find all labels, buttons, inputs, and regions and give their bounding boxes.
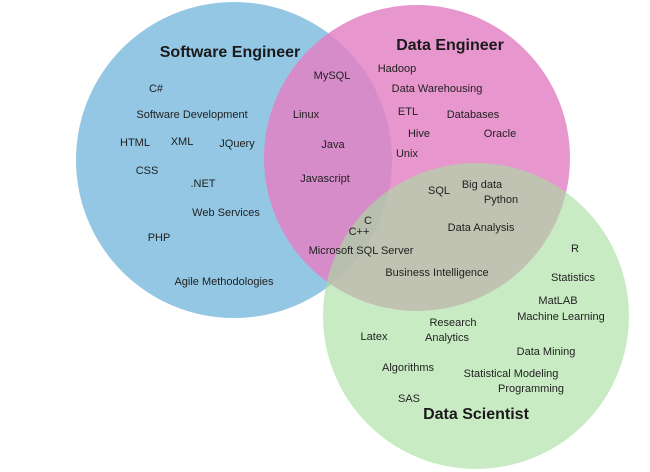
- skill-label: Microsoft SQL Server: [309, 245, 414, 257]
- skill-label: Hive: [408, 128, 430, 140]
- skill-label: Unix: [396, 148, 419, 160]
- skill-label: .NET: [190, 178, 215, 190]
- skill-label: Research: [429, 317, 476, 329]
- skill-label: R: [571, 243, 579, 255]
- set-titles: Software Engineer Data Engineer Data Sci…: [160, 37, 530, 423]
- skill-label: Hadoop: [378, 63, 417, 75]
- data-scientist-title: Data Scientist: [423, 406, 529, 423]
- skill-label: XML: [171, 136, 194, 148]
- software-engineer-skills: C# Software Development HTML XML JQuery …: [120, 83, 274, 288]
- skill-label: SAS: [398, 393, 420, 405]
- skill-label: Algorithms: [382, 362, 434, 374]
- skill-label: MatLAB: [538, 295, 577, 307]
- skill-label: Statistics: [551, 272, 596, 284]
- skill-label: Business Intelligence: [385, 267, 488, 279]
- data-engineer-and-scientist-skills: SQL Big data Python Data Analysis Busine…: [385, 179, 518, 279]
- data-scientist-circle: [323, 163, 629, 469]
- skill-label: Web Services: [192, 207, 260, 219]
- data-engineer-skills: Hadoop Data Warehousing ETL Databases Hi…: [378, 63, 516, 160]
- data-engineer-title: Data Engineer: [396, 37, 504, 54]
- skill-label: Latex: [361, 331, 388, 343]
- skill-label: MySQL: [314, 70, 351, 82]
- skill-label: Data Warehousing: [392, 83, 483, 95]
- skill-label: Data Mining: [517, 346, 576, 358]
- skill-label: JQuery: [219, 138, 255, 150]
- skill-label: Analytics: [425, 332, 470, 344]
- software-and-data-engineer-skills: MySQL Linux Java Javascript: [293, 70, 350, 185]
- skill-label: Java: [321, 139, 345, 151]
- skill-label: Data Analysis: [448, 222, 515, 234]
- skill-label: C++: [349, 226, 370, 238]
- skill-label: Javascript: [300, 173, 350, 185]
- skill-label: Python: [484, 194, 518, 206]
- skill-label: C#: [149, 83, 164, 95]
- skill-label: HTML: [120, 137, 150, 149]
- skill-label: Statistical Modeling: [464, 368, 559, 380]
- skill-label: Programming: [498, 383, 564, 395]
- skill-label: Linux: [293, 109, 320, 121]
- skill-label: CSS: [136, 165, 159, 177]
- skill-label: Databases: [447, 109, 500, 121]
- skill-label: Big data: [462, 179, 503, 191]
- all-three-skills: C C++ Microsoft SQL Server: [309, 215, 414, 257]
- skill-label: PHP: [148, 232, 171, 244]
- skill-label: SQL: [428, 185, 450, 197]
- skill-label: Agile Methodologies: [174, 276, 274, 288]
- circles: [76, 2, 629, 469]
- skill-label: Machine Learning: [517, 311, 604, 323]
- data-scientist-skills: R Statistics MatLAB Machine Learning Lat…: [361, 243, 605, 405]
- software-engineer-title: Software Engineer: [160, 44, 300, 61]
- skill-label: C: [364, 215, 372, 227]
- skill-label: Software Development: [136, 109, 247, 121]
- skill-label: Oracle: [484, 128, 516, 140]
- skill-label: ETL: [398, 106, 418, 118]
